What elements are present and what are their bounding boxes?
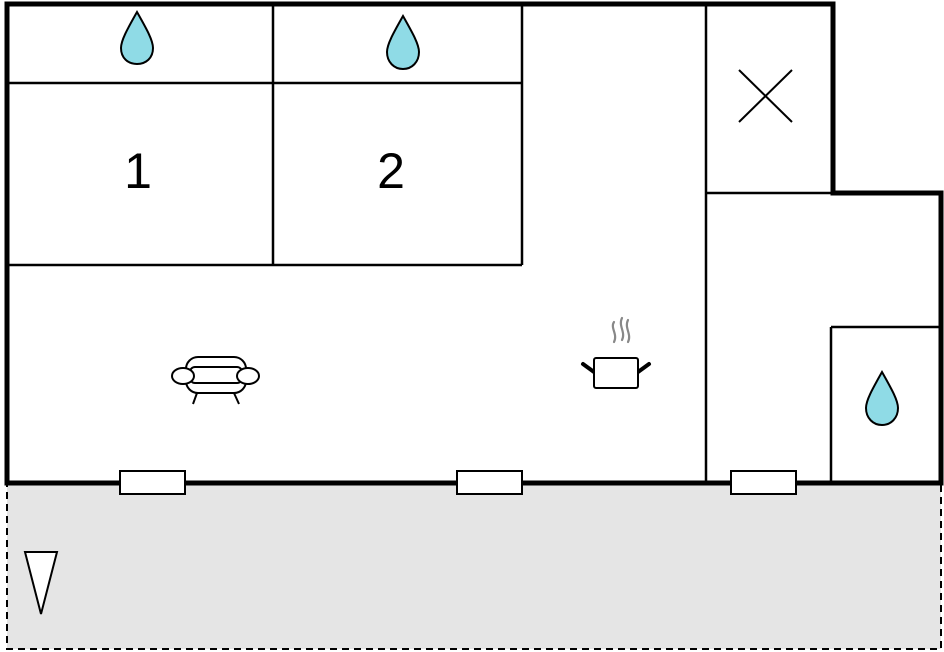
window [119, 470, 186, 495]
water-drop-icon [385, 13, 421, 71]
water-drop-icon [119, 9, 155, 66]
interior-walls [7, 4, 941, 483]
water-drop-icon [864, 369, 900, 427]
cooking-pot-icon [581, 316, 651, 389]
room-label: 1 [124, 143, 152, 199]
exterior-walls [4, 1, 944, 486]
sofa-icon [171, 356, 260, 405]
window [456, 470, 523, 495]
window [730, 470, 797, 495]
room-label: 2 [377, 143, 405, 199]
windows [119, 470, 797, 495]
terrace-area [6, 482, 942, 650]
compass-arrow-icon [23, 551, 59, 615]
cross-mark-icon [738, 69, 793, 123]
